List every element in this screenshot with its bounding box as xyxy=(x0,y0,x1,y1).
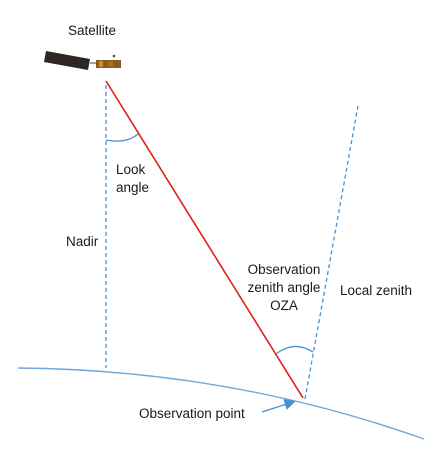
look-angle-label-line1: Look xyxy=(116,162,146,177)
oza-label-line3: OZA xyxy=(270,298,298,313)
local-zenith-line xyxy=(304,105,359,400)
satellite-label: Satellite xyxy=(68,23,116,38)
nadir-label: Nadir xyxy=(66,234,99,249)
look-angle-label-line2: angle xyxy=(116,180,149,195)
earth-surface-curve xyxy=(17,367,425,440)
oza-label-line1: Observation xyxy=(248,262,321,277)
look-angle-arc xyxy=(105,133,139,142)
line-of-sight xyxy=(105,80,304,399)
satellite-icon xyxy=(44,51,121,70)
local-zenith-label: Local zenith xyxy=(340,283,412,298)
oza-arc xyxy=(275,345,314,355)
observation-point-arrow xyxy=(261,399,296,413)
oza-label-line2: zenith angle xyxy=(248,280,321,295)
observation-point-label: Observation point xyxy=(139,406,245,421)
